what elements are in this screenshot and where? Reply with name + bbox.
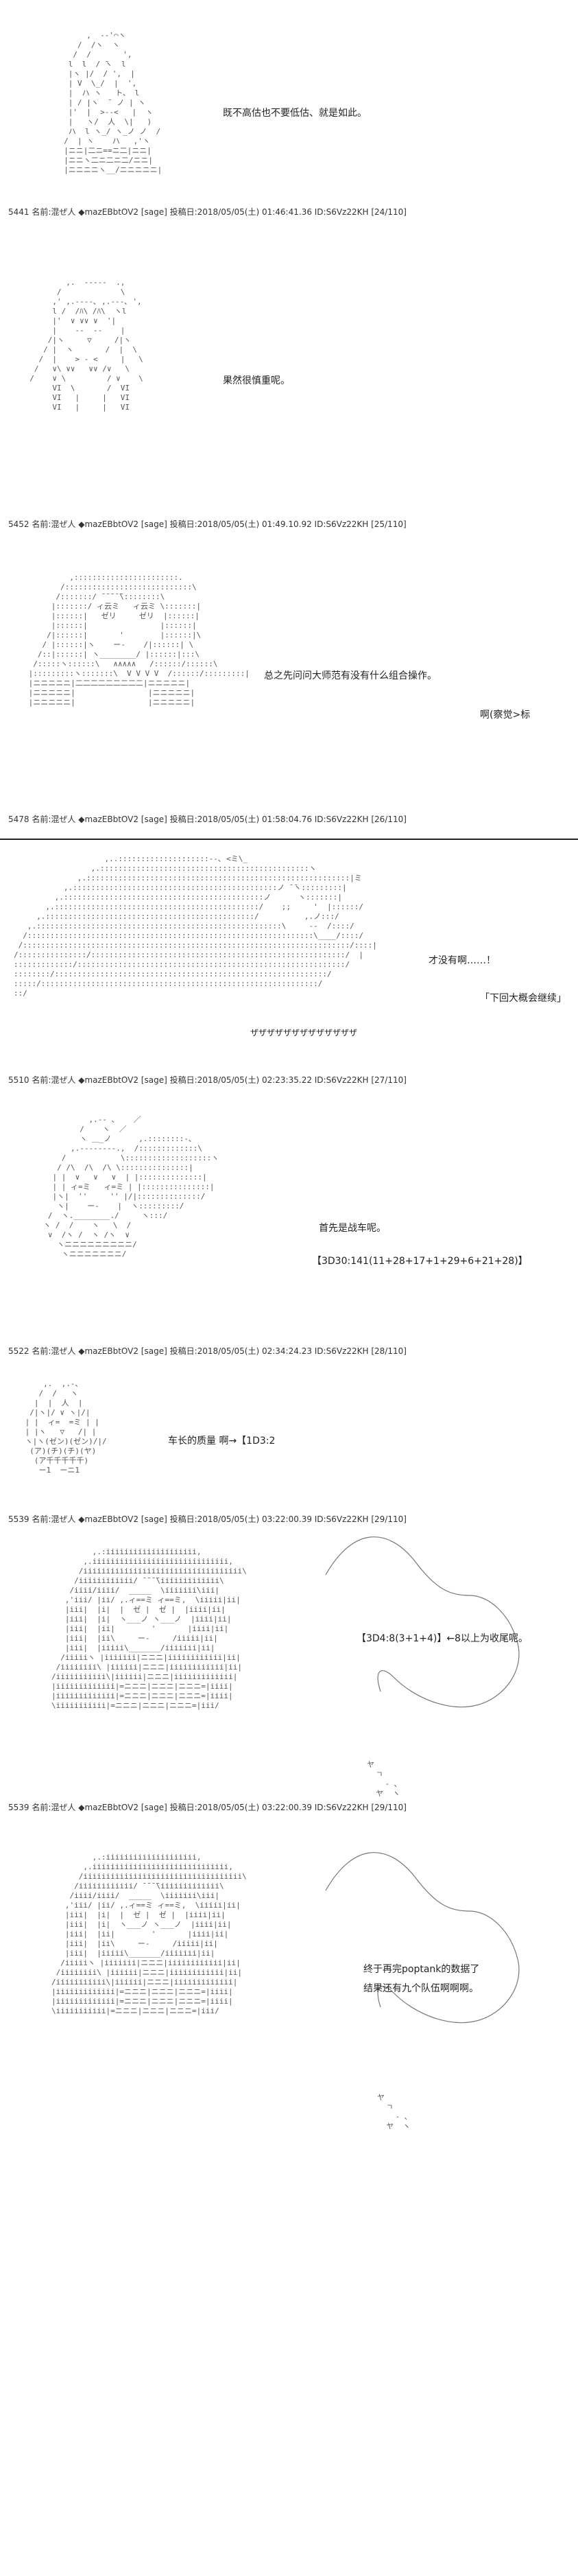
- ascii-art-figure: ,. ,.-､ / / ヽ | | 人 | /|ヽ|/ ∨ ヽ|/| | | ィ…: [25, 1379, 107, 1475]
- dialogue-text: 既不高估也不要低估、就是如此。: [223, 108, 367, 119]
- ascii-art-figure: ,.:iiiiiiiiiiiiiiiiiiii, ,.iiiiiiiiiiiii…: [51, 1853, 247, 2015]
- dialogue-text: ザザザザザザザザザザザザザ: [250, 1028, 358, 1038]
- ascii-art-decoration: ヤ ㄱ ‐ ､ ヤ ヽ: [367, 1760, 400, 1798]
- post-header: 5452 名前:混ぜ人 ◆mazEBbtOV2 [sage] 投稿日:2018/…: [8, 519, 407, 529]
- dialogue-text: 结果还有九个队伍啊啊啊。: [363, 1983, 479, 1994]
- dialogue-text: 啊(察觉>标: [480, 710, 531, 721]
- dialogue-text: 才没有啊……！: [429, 955, 496, 966]
- ascii-art-figure: , -‐'⌒ヽ / /ヽ ヽ / / ', l l / ̄ヽ l |ヽ |/ /…: [64, 31, 162, 174]
- post-header: 5539 名前:混ぜ人 ◆mazEBbtOV2 [sage] 投稿日:2018/…: [8, 1803, 407, 1812]
- dialogue-text: 首先是战车呢。: [319, 1223, 386, 1234]
- dialogue-text: 【3D4:8(3+1+4)】←8以上为收尾呢。: [357, 1633, 528, 1644]
- dialogue-text: 【3D30:141(11+28+17+1+29+6+21+28)】: [312, 1256, 528, 1267]
- dialogue-text: 果然很慎重呢。: [223, 375, 290, 386]
- dialogue-text: 终于再完poptank的数据了: [363, 1964, 480, 1975]
- post-header: 5441 名前:混ぜ人 ◆mazEBbtOV2 [sage] 投稿日:2018/…: [8, 207, 407, 217]
- dialogue-text: 车长的质量 啊→【1D3:2: [168, 1436, 276, 1447]
- ascii-art-figure: ,.:iiiiiiiiiiiiiiiiiiii, ,.iiiiiiiiiiiii…: [51, 1547, 247, 1710]
- ascii-art-figure: ,. -‐‐‐- ., / \ ,' ,.-‐‐-､ ,.-‐-､ ', l /…: [29, 278, 143, 412]
- ascii-art-decoration: ヤ ㄱ ‐ ､ ヤ ヽ: [377, 2093, 411, 2131]
- wavy-line-decoration: [325, 1536, 520, 1708]
- ascii-art-figure: ,..::::::::::::::::::::‐-､ <ミ\_ ,.::::::…: [14, 854, 377, 998]
- section-divider: [0, 839, 578, 840]
- post-header: 5522 名前:混ぜ人 ◆mazEBbtOV2 [sage] 投稿日:2018/…: [8, 1346, 407, 1356]
- post-header: 5478 名前:混ぜ人 ◆mazEBbtOV2 [sage] 投稿日:2018/…: [8, 815, 407, 824]
- ascii-art-figure: ,.‐- ､ ／ / ヽ ／ ヽ ＿_ノ ,.::::::::-､ ,.-‐‐‐…: [43, 1115, 219, 1258]
- post-header: 5539 名前:混ぜ人 ◆mazEBbtOV2 [sage] 投稿日:2018/…: [8, 1514, 407, 1524]
- post-header: 5510 名前:混ぜ人 ◆mazEBbtOV2 [sage] 投稿日:2018/…: [8, 1075, 407, 1085]
- dialogue-text: 「下回大概会继续」: [480, 993, 566, 1004]
- wavy-line-decoration: [325, 1852, 520, 2024]
- dialogue-text: 总之先问问大师范有没有什么组合操作。: [264, 670, 437, 681]
- ascii-art-figure: ,:::::::::::::::::::::::. /:::::::::::::…: [28, 573, 250, 707]
